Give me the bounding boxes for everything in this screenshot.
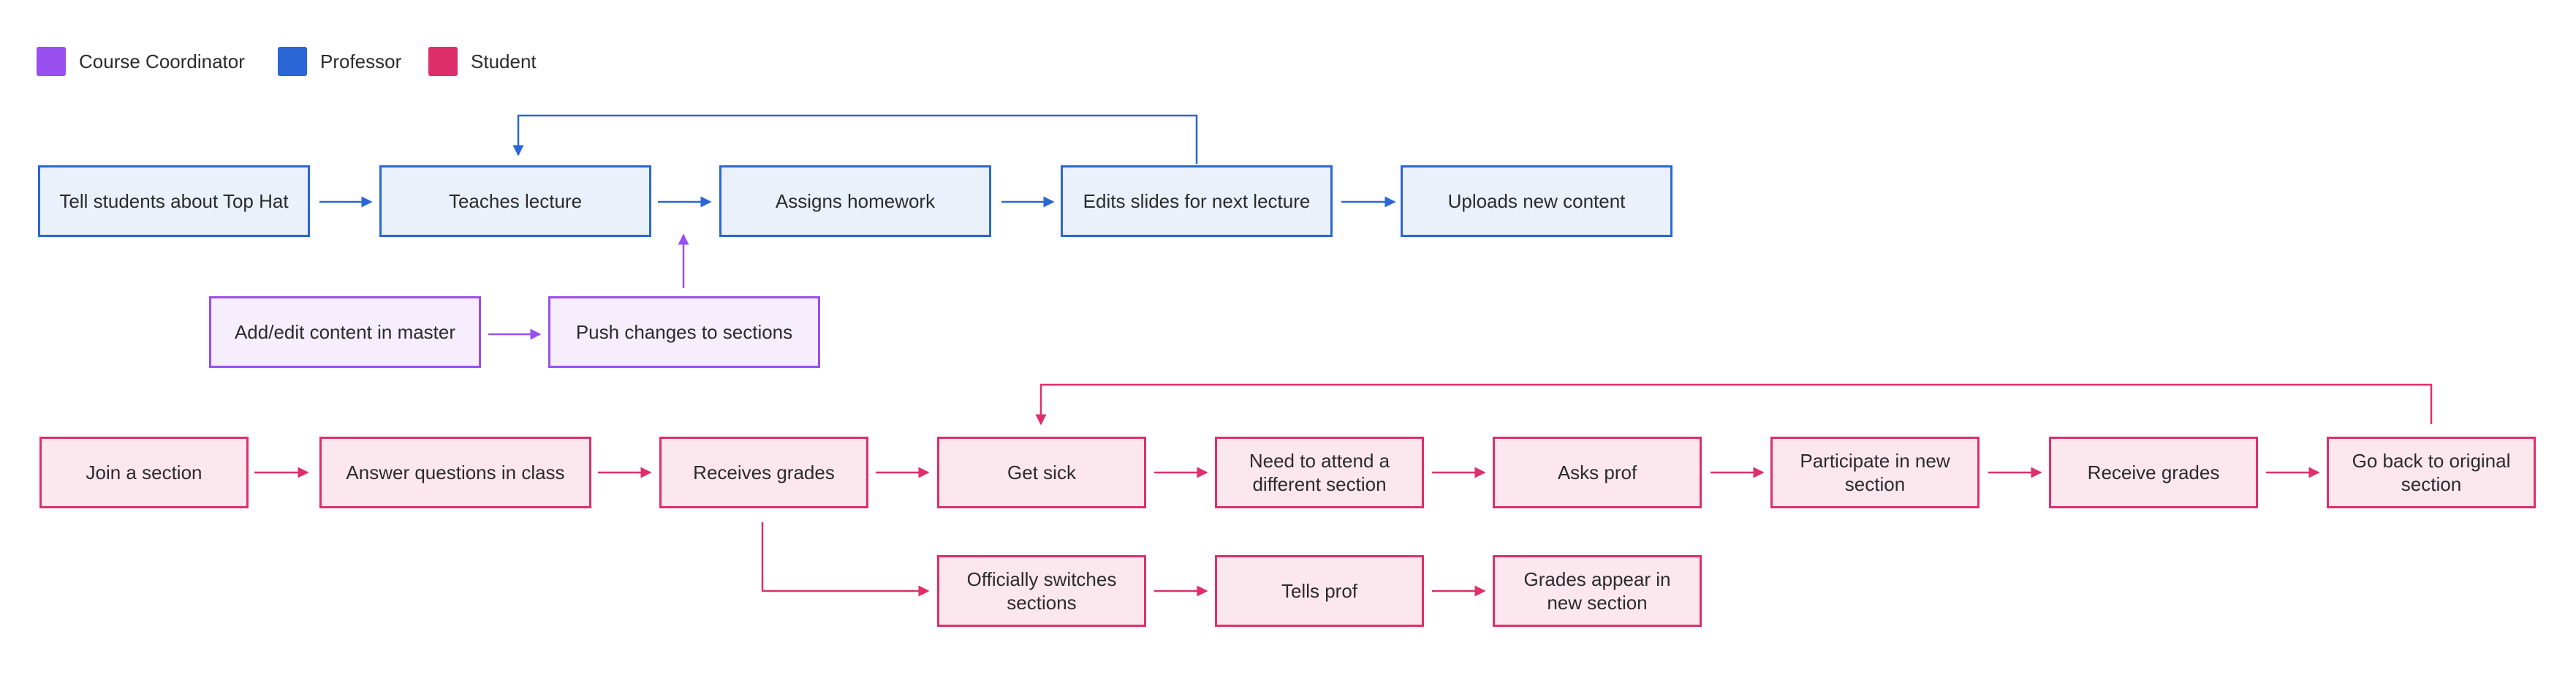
node-attend-different: Need to attend a different section	[1215, 437, 1424, 508]
node-officially-switches: Officially switches sections	[937, 555, 1146, 627]
legend-swatch-professor	[278, 47, 307, 76]
node-add-edit-content: Add/edit content in master	[209, 296, 481, 368]
legend-label: Professor	[320, 50, 402, 72]
node-assigns-homework: Assigns homework	[719, 165, 991, 237]
arrow-goback-loop-to-sick	[1035, 383, 2433, 426]
legend-student: Student	[428, 47, 537, 76]
arrow-edits-loop-to-teaches	[512, 114, 1198, 164]
arrow-receives-to-switches	[761, 522, 930, 597]
node-uploads-content: Uploads new content	[1401, 165, 1672, 237]
node-join-section: Join a section	[39, 437, 249, 508]
legend-label: Student	[471, 50, 537, 72]
legend-swatch-coordinator	[37, 47, 66, 76]
node-asks-prof: Asks prof	[1493, 437, 1702, 508]
node-tells-prof: Tells prof	[1215, 555, 1424, 627]
node-receives-grades: Receives grades	[659, 437, 868, 508]
node-teaches-lecture: Teaches lecture	[379, 165, 651, 237]
legend-label: Course Coordinator	[79, 50, 245, 72]
node-push-changes: Push changes to sections	[548, 296, 820, 368]
legend-coordinator: Course Coordinator	[37, 47, 245, 76]
node-answer-questions: Answer questions in class	[319, 437, 591, 508]
legend-swatch-student	[428, 47, 458, 76]
node-receive-grades: Receive grades	[2049, 437, 2258, 508]
legend-professor: Professor	[278, 47, 401, 76]
node-tell-students: Tell students about Top Hat	[38, 165, 310, 237]
node-participate-new: Participate in new section	[1770, 437, 1980, 508]
node-edits-slides: Edits slides for next lecture	[1061, 165, 1333, 237]
node-go-back: Go back to original section	[2327, 437, 2536, 508]
node-grades-appear: Grades appear in new section	[1493, 555, 1702, 627]
node-get-sick: Get sick	[937, 437, 1146, 508]
